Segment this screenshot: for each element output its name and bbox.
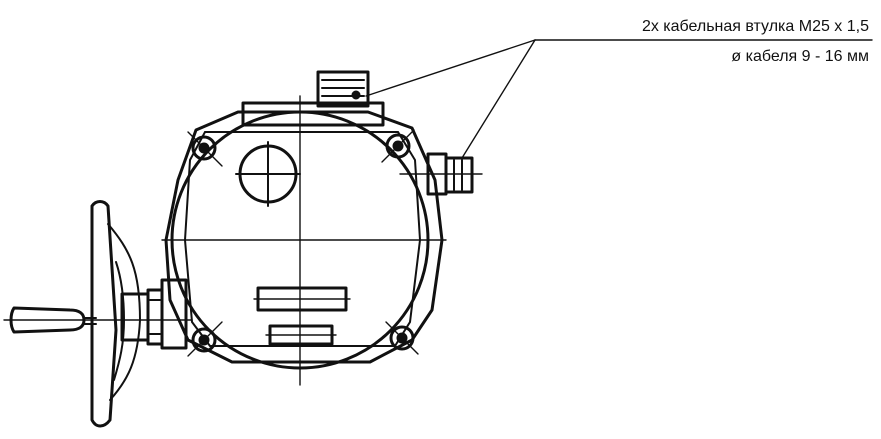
callout-cable-gland-spec: 2x кабельная втулка M25 x 1,5	[641, 18, 869, 35]
bolt-top-left	[191, 135, 217, 161]
housing-outline	[164, 110, 444, 364]
bolt-br-diag	[385, 321, 419, 355]
handwheel-rim	[90, 200, 118, 428]
bolt-top-right	[385, 133, 411, 159]
handwheel-assembly	[3, 200, 193, 428]
crank-handle	[9, 306, 86, 334]
handwheel-hub	[120, 292, 150, 342]
top-mount-plate	[241, 101, 385, 127]
top-gland-screw	[351, 90, 361, 100]
side-cable-gland	[399, 152, 483, 196]
leader-to-top-gland	[365, 39, 536, 97]
top-gland-body	[316, 70, 370, 108]
coupling-ring	[146, 288, 164, 346]
callout-cable-diameter-spec: ø кабеля 9 - 16 мм	[731, 48, 869, 65]
bolt-bottom-left	[191, 327, 217, 353]
leader-lines	[365, 39, 873, 159]
coupling-flange	[160, 278, 188, 350]
bolt-tr-diag	[381, 129, 415, 163]
leader-to-side-gland	[461, 39, 536, 159]
bolt-bottom-right	[389, 325, 415, 351]
top-cable-gland	[241, 70, 385, 127]
side-gland-body	[444, 156, 474, 194]
bolt-bl-diag	[187, 321, 223, 357]
bolt-tl-diag	[187, 131, 223, 167]
housing	[161, 95, 447, 386]
